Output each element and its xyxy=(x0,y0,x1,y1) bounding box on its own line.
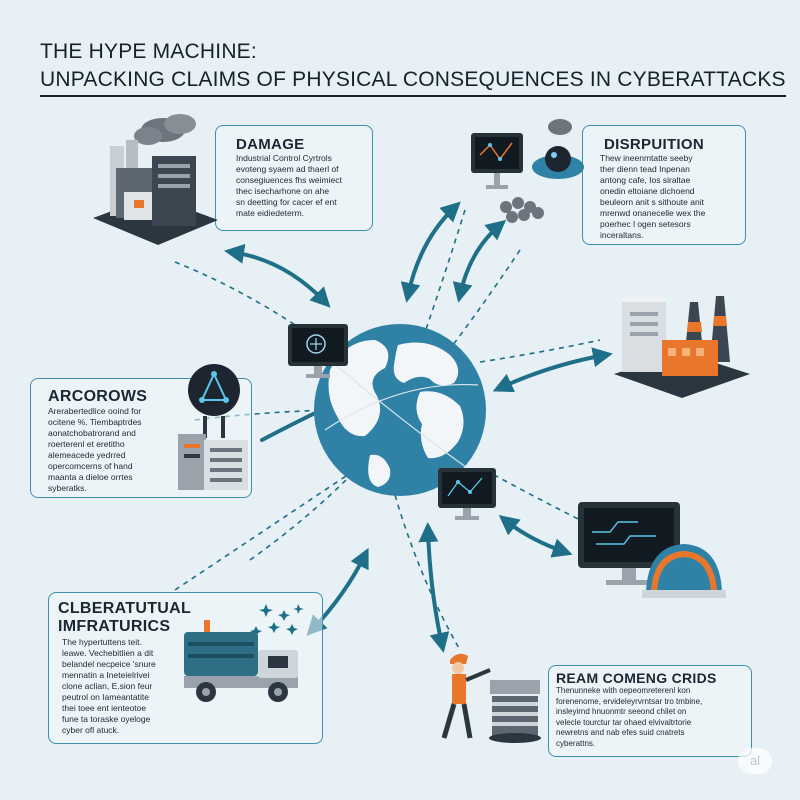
text-line: velecle tourctur tar ohaed elvivaltrtori… xyxy=(556,717,692,727)
text-line: Industrial Control Cyrtrols xyxy=(236,153,332,163)
heading-line-2: IMFRATURICS xyxy=(58,618,171,635)
circuit-board-icon xyxy=(178,364,248,490)
text-line: ther dienn tead Inpenan xyxy=(600,164,690,174)
text-line: beuleorn anit s sithoute anit xyxy=(600,197,704,207)
text-line: onedin eltoiane dichoend xyxy=(600,186,695,196)
text-line: inceraltans. xyxy=(600,230,644,240)
panel-grids-heading: REAM COMENG CRIDS xyxy=(556,670,717,686)
text-line: sn deetting for cacer ef ent xyxy=(236,197,337,207)
text-line: The hypertuttens teit. xyxy=(62,637,142,647)
dashed-link-grids xyxy=(394,494,461,651)
factory-icon xyxy=(93,114,218,245)
globe-icon xyxy=(314,324,486,496)
text-line: Thew ineenmtatte seeby xyxy=(600,153,693,163)
panel-infrastructure-body: The hypertuttens teit. leawe. Vechebitli… xyxy=(62,637,190,736)
computer-monitor-icon xyxy=(471,119,584,223)
panel-arcorows-body: Arerabertedlice ooind for ocitene %. Tie… xyxy=(48,406,176,494)
dashed-link-damage xyxy=(174,261,361,373)
watermark-badge: al xyxy=(738,748,772,774)
text-line: thec isecharhone on ahe xyxy=(236,186,330,196)
panel-grids-body: Thenunneke with oepeomreterenl kon foren… xyxy=(556,686,746,749)
dashed-link-monitor xyxy=(484,469,601,531)
panel-arcorows-heading: ARCOROWS xyxy=(48,388,148,405)
computer-monitor-icon xyxy=(578,502,726,598)
text-line: newretns and nab efes suid cnatrets xyxy=(556,728,685,737)
panel-disruption-heading: DISRPUITION xyxy=(604,136,704,153)
text-line: mate eidiedeterm. xyxy=(236,208,305,218)
heading-line-1: CLBERATUTUAL xyxy=(58,600,192,617)
text-line: thei toee ent ienteotoe xyxy=(62,703,147,713)
text-line: fune ta toraske oyeloge xyxy=(62,714,151,724)
text-line: alemeacede yedrred xyxy=(48,450,126,460)
text-line: mennatin a Ineteielrivei xyxy=(62,670,150,680)
arrow-powerplant xyxy=(492,347,613,393)
text-line: Arerabertedlice ooind for xyxy=(48,406,142,416)
text-line: aonatchobatrorand and xyxy=(48,428,136,438)
text-line: roerterenl et eretitho xyxy=(48,439,125,449)
panel-disruption xyxy=(582,125,746,245)
text-line: opercomcerns of hand xyxy=(48,461,133,471)
network-computer-icon xyxy=(288,324,348,378)
panel-damage-body: Industrial Control Cyrtrols evoteng syae… xyxy=(236,153,366,219)
panel-damage-heading: DAMAGE xyxy=(236,136,305,153)
text-line: belandel necpeice 'snure xyxy=(62,659,156,669)
text-line: Thenunneke with oepeomreterenl kon xyxy=(556,686,691,695)
text-line: cyber ofl atuck. xyxy=(62,725,120,735)
text-line: mrenwd onanecelle wex the xyxy=(600,208,706,218)
text-line: leawe. Vechebitlien a dit xyxy=(62,648,154,658)
panel-infrastructure-heading: CLBERATUTUAL IMFRATURICS xyxy=(58,600,191,636)
arrow-damage xyxy=(224,243,331,308)
title-line-1: THE HYPE MACHINE: xyxy=(40,40,257,63)
network-computer-icon xyxy=(438,468,496,520)
panel-damage xyxy=(215,125,373,231)
arrow-disruption-right xyxy=(452,219,507,303)
panel-grids xyxy=(548,665,752,757)
text-line: cyberattns. xyxy=(556,738,596,748)
text-line: consegiuences fhs weimiect xyxy=(236,175,342,185)
power-plant-icon xyxy=(614,294,750,398)
text-line: antong cafe, Ios siraltae xyxy=(600,175,691,185)
truck-icon xyxy=(184,604,304,702)
dashed-link-infra-b xyxy=(174,469,356,591)
text-line: clone aclian, E.sion feur xyxy=(62,681,153,691)
text-line: forenenome, ervideleyrvrntsar tro tmbine… xyxy=(556,696,703,706)
panel-disruption-body: Thew ineenmtatte seeby ther dienn tead I… xyxy=(600,153,740,241)
text-line: peutrol on Iameantatite xyxy=(62,692,149,702)
text-line: maanta a dieloe orrtes xyxy=(48,472,133,482)
text-line: ocitene %. Tiembaptrdes xyxy=(48,417,142,427)
text-line: evoteng syaem ad thaerl of xyxy=(236,164,339,174)
arrow-disruption-left xyxy=(400,201,461,303)
page-title: THE HYPE MACHINE: UNPACKING CLAIMS OF PH… xyxy=(40,38,786,97)
text-line: syberatks. xyxy=(48,483,87,493)
text-line: insleyirnd hnuonmtr seeond chilet on xyxy=(556,707,687,716)
arrow-monitor xyxy=(498,515,573,558)
arrow-grids xyxy=(418,522,450,653)
text-line: poerhec l ogen setesors xyxy=(600,219,691,229)
title-line-2: UNPACKING CLAIMS OF PHYSICAL CONSEQUENCE… xyxy=(40,66,786,97)
worker-icon xyxy=(441,653,541,743)
